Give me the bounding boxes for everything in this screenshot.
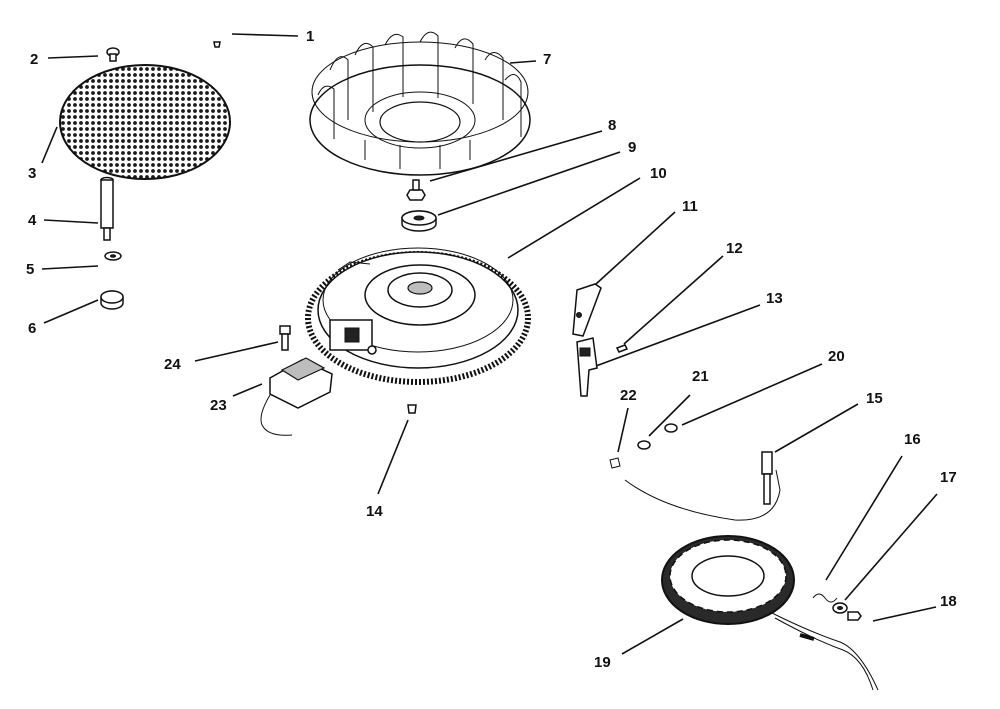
callout-5: 5 xyxy=(26,261,34,278)
callout-11: 11 xyxy=(682,198,698,215)
leader-12 xyxy=(623,255,724,345)
leader-16 xyxy=(825,455,903,581)
leader-18 xyxy=(872,606,937,622)
callout-12: 12 xyxy=(726,240,743,257)
callout-24: 24 xyxy=(164,356,181,373)
leader-4 xyxy=(43,219,99,224)
leader-13 xyxy=(595,304,761,367)
part-13-terminal xyxy=(576,337,598,397)
leader-9 xyxy=(437,151,621,216)
leader-7 xyxy=(509,60,537,64)
part-19-stator xyxy=(624,469,879,691)
part-12-screw xyxy=(615,344,629,353)
part-7-fan xyxy=(309,31,531,176)
callout-15: 15 xyxy=(866,390,883,407)
part-5-washer xyxy=(104,251,122,261)
callout-7: 7 xyxy=(543,51,551,68)
callout-2: 2 xyxy=(30,51,38,68)
callout-20: 20 xyxy=(828,348,845,365)
part-15-connector xyxy=(761,451,773,505)
part-1-screw xyxy=(213,41,221,48)
leader-6 xyxy=(43,299,99,324)
part-6-spacer xyxy=(100,290,124,310)
leader-11 xyxy=(595,211,676,285)
leader-lines xyxy=(41,33,938,655)
part-22-plug xyxy=(609,457,621,469)
callout-6: 6 xyxy=(28,320,36,337)
callout-labels: 1 2 3 4 5 6 7 8 9 10 11 12 13 14 15 16 1… xyxy=(26,28,957,671)
leader-14 xyxy=(377,419,409,495)
part-10-flywheel xyxy=(305,247,531,385)
callout-9: 9 xyxy=(628,139,636,156)
leader-15 xyxy=(774,403,859,453)
part-2-screw xyxy=(106,47,120,62)
leader-17 xyxy=(844,493,938,601)
part-23-module xyxy=(260,357,333,436)
leader-1 xyxy=(231,33,299,37)
callout-1: 1 xyxy=(306,28,314,45)
part-9-washer xyxy=(401,210,437,232)
leader-3 xyxy=(41,126,58,164)
part-8-bolt xyxy=(406,179,426,201)
callout-19: 19 xyxy=(594,654,611,671)
callout-23: 23 xyxy=(210,397,227,414)
part-24-bolt xyxy=(279,325,291,351)
callout-18: 18 xyxy=(940,593,957,610)
part-18-screw xyxy=(847,611,862,621)
leader-5 xyxy=(41,265,99,270)
leader-23 xyxy=(232,383,263,397)
part-4-standoff xyxy=(100,176,114,241)
callout-4: 4 xyxy=(28,212,37,229)
leader-8 xyxy=(429,130,603,182)
part-14-plug xyxy=(407,404,417,414)
leader-22 xyxy=(617,407,629,453)
callout-13: 13 xyxy=(766,290,783,307)
callout-17: 17 xyxy=(940,469,957,486)
part-3-screen xyxy=(59,64,231,180)
leader-21 xyxy=(648,394,691,437)
leader-2 xyxy=(47,55,99,59)
leader-20 xyxy=(681,363,823,426)
callout-10: 10 xyxy=(650,165,667,182)
callout-22: 22 xyxy=(620,387,637,404)
callout-8: 8 xyxy=(608,117,616,134)
callout-21: 21 xyxy=(692,368,709,385)
callout-14: 14 xyxy=(366,503,383,520)
callout-3: 3 xyxy=(28,165,36,182)
leader-19 xyxy=(621,618,684,655)
part-20-washer xyxy=(664,423,678,433)
leader-24 xyxy=(194,341,279,362)
part-11-bracket xyxy=(572,283,602,337)
part-17-washer xyxy=(832,602,848,614)
leader-10 xyxy=(507,177,641,259)
part-21-washer xyxy=(637,440,651,450)
part-16-clip xyxy=(812,593,838,603)
callout-16: 16 xyxy=(904,431,921,448)
